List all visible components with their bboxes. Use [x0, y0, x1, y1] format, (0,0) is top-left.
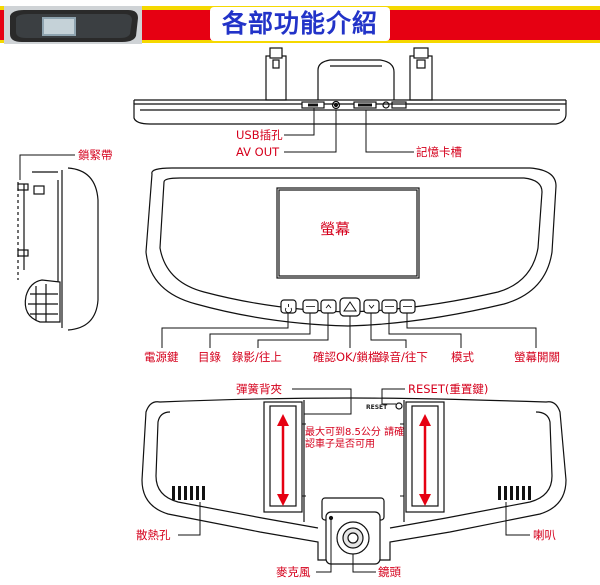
- clip-direction-arrows: [277, 414, 431, 506]
- title-background: [210, 7, 390, 41]
- audio-down-button-label: 錄音/往下: [378, 350, 428, 364]
- product-thumbnail: [4, 6, 142, 44]
- strap-label: 鎖緊帶: [78, 148, 113, 162]
- page-title: 各部功能介紹: [221, 9, 378, 38]
- speaker-label: 喇叭: [533, 528, 556, 542]
- screen-label: 螢幕: [320, 220, 351, 238]
- header-stripe-bottom: [0, 40, 600, 43]
- back-view-drawing: [141, 397, 567, 565]
- mode-button-label: 模式: [451, 350, 474, 364]
- ok-lock-button-label: 確認OK/鎖檔: [313, 350, 380, 364]
- top-view-drawing: [133, 47, 567, 125]
- screen-toggle-button-label: 螢幕開關: [514, 350, 560, 364]
- spring-clip-label: 彈簧背夾: [236, 382, 282, 396]
- side-view-drawing: [17, 167, 99, 331]
- microphone-label: 麥克風: [276, 565, 311, 579]
- reset-marking: RESET: [366, 404, 388, 411]
- usb-port-label: USB插孔: [236, 128, 283, 142]
- front-view-drawing: [145, 167, 557, 327]
- menu-button-label: 目錄: [198, 350, 221, 364]
- leader-lines: [19, 108, 537, 573]
- power-button-label: 電源鍵: [144, 350, 179, 364]
- record-up-button-label: 錄影/往上: [232, 350, 282, 364]
- card-slot-label: 記憶卡槽: [416, 145, 462, 159]
- lens-label: 鏡頭: [378, 565, 401, 579]
- av-out-label: AV OUT: [236, 145, 280, 159]
- vent-label: 散熱孔: [136, 528, 171, 542]
- reset-label: RESET(重置鍵): [408, 382, 489, 396]
- clip-size-note: 最大可到8.5公分 請確認車子是否可用: [305, 427, 405, 450]
